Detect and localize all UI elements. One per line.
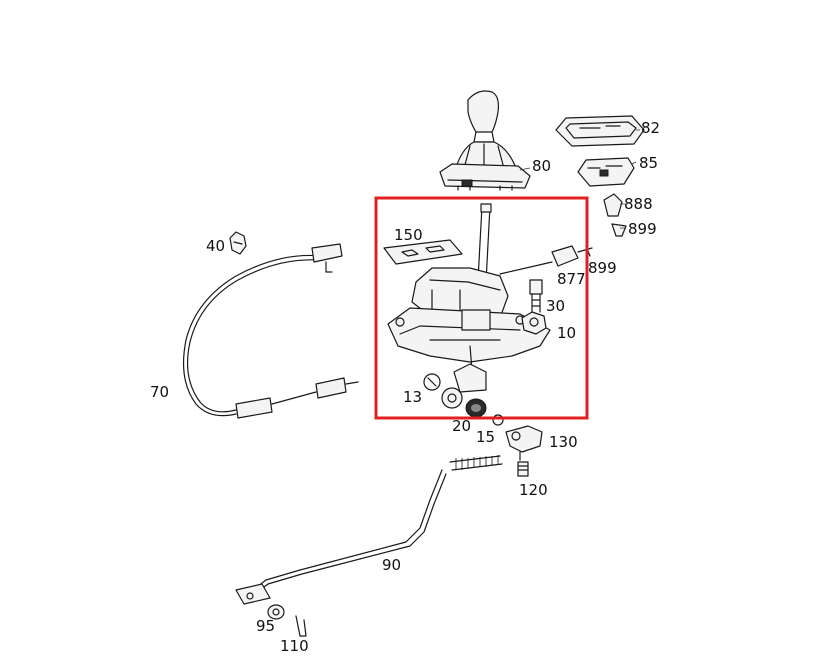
label-150: 150 bbox=[394, 226, 423, 244]
bushing-95[interactable] bbox=[267, 604, 285, 620]
gear-knob-80[interactable] bbox=[439, 90, 531, 191]
label-40: 40 bbox=[206, 237, 225, 255]
label-20: 20 bbox=[452, 417, 471, 435]
connector-877[interactable] bbox=[499, 245, 593, 275]
gasket-150[interactable] bbox=[383, 239, 463, 265]
label-95: 95 bbox=[256, 617, 275, 635]
label-120: 120 bbox=[519, 481, 548, 499]
label-13: 13 bbox=[403, 388, 422, 406]
bolt-30[interactable] bbox=[529, 279, 543, 313]
label-888: 888 bbox=[624, 195, 653, 213]
label-15: 15 bbox=[476, 428, 495, 446]
nut-10[interactable] bbox=[521, 311, 547, 335]
label-90: 90 bbox=[382, 556, 401, 574]
label-877: 877 bbox=[557, 270, 586, 288]
label-30: 30 bbox=[546, 297, 565, 315]
label-130: 130 bbox=[549, 433, 578, 451]
bracket-130[interactable] bbox=[505, 425, 543, 461]
label-82: 82 bbox=[641, 119, 660, 137]
screw-120[interactable] bbox=[517, 461, 529, 477]
label-10: 10 bbox=[557, 324, 576, 342]
shift-rod-90[interactable] bbox=[235, 455, 503, 605]
highlight-box bbox=[374, 196, 589, 420]
bushing-20[interactable] bbox=[441, 387, 487, 418]
label-80: 80 bbox=[532, 157, 551, 175]
bulb-holder-888[interactable] bbox=[603, 193, 623, 217]
selector-cable-70[interactable] bbox=[182, 243, 359, 419]
switch-panel-85[interactable] bbox=[577, 157, 635, 187]
bulb-899[interactable] bbox=[611, 223, 627, 237]
trim-frame-82[interactable] bbox=[555, 115, 645, 147]
label-899: 899 bbox=[628, 220, 657, 238]
label-85: 85 bbox=[639, 154, 658, 172]
shifter-assembly[interactable] bbox=[387, 203, 551, 393]
clip-40[interactable] bbox=[229, 231, 247, 255]
retaining-clip-13[interactable] bbox=[423, 373, 441, 391]
label-110: 110 bbox=[280, 637, 309, 655]
label-899-connector: 899 bbox=[588, 259, 617, 277]
clip-110[interactable] bbox=[295, 615, 307, 637]
label-70: 70 bbox=[150, 383, 169, 401]
clip-15[interactable] bbox=[492, 414, 504, 426]
